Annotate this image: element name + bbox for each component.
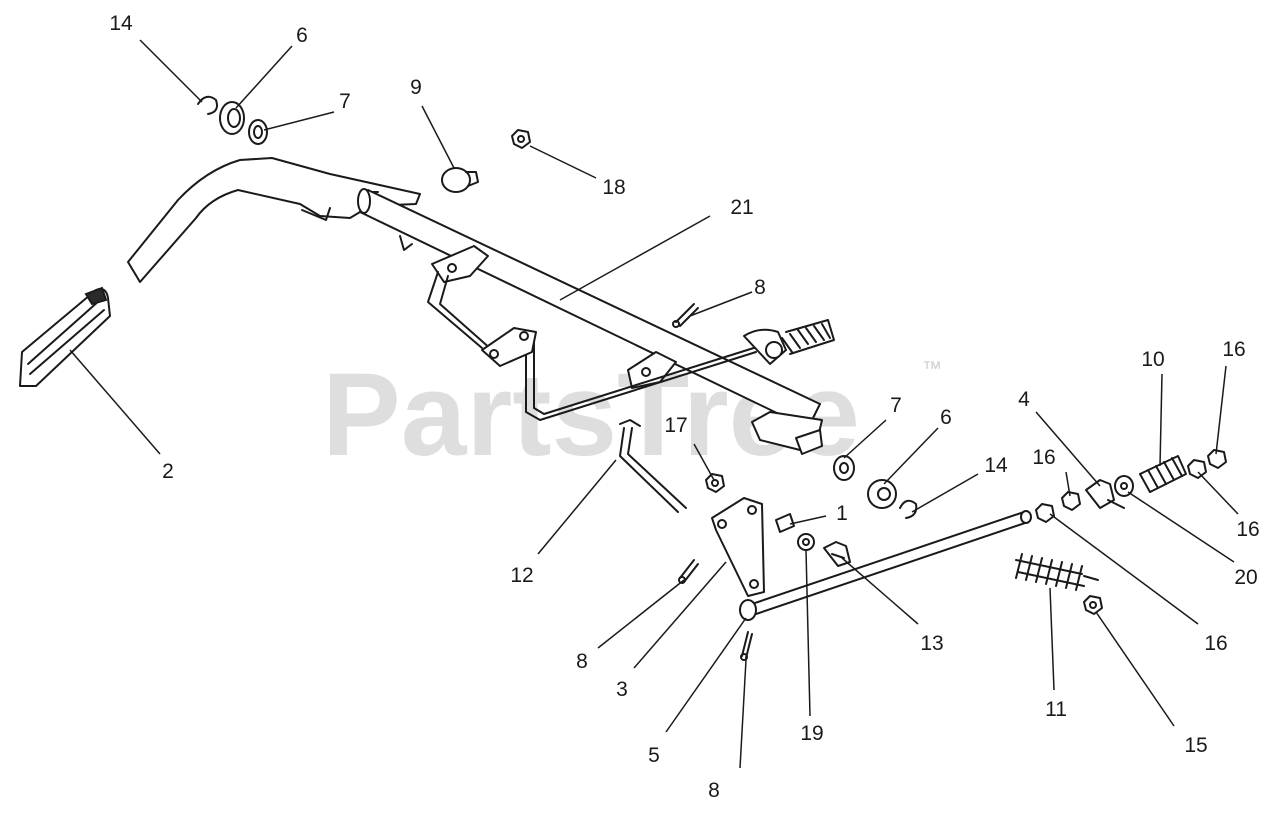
watermark-trademark: ™	[922, 358, 942, 380]
callout-label: 16	[1222, 338, 1245, 361]
cotter-pins-lower	[678, 559, 753, 661]
callout-label: 14	[984, 454, 1008, 477]
nut-18	[511, 129, 531, 149]
rod-12	[619, 419, 687, 513]
callout-label: 13	[920, 632, 943, 655]
nut-15	[1083, 595, 1103, 615]
nut-17	[705, 473, 725, 493]
callout-label: 7	[339, 90, 351, 113]
washer-19	[797, 533, 815, 551]
callout-label: 4	[1018, 388, 1030, 411]
callout-label: 15	[1184, 734, 1207, 757]
callout-label: 8	[754, 276, 766, 299]
callout-label: 2	[162, 460, 174, 483]
callout-label: 7	[890, 394, 902, 417]
callout-label: 6	[296, 24, 308, 47]
callout-label: 9	[410, 76, 422, 99]
callout-label: 16	[1236, 518, 1259, 541]
leader-lines	[69, 39, 1239, 769]
callout-label: 16	[1204, 632, 1227, 655]
cotter-pin-top	[672, 303, 699, 328]
callout-label: 11	[1045, 698, 1067, 721]
parts	[19, 95, 1227, 661]
bracket-plate	[711, 497, 765, 597]
callout-label: 10	[1141, 348, 1164, 371]
control-rod	[739, 510, 1032, 621]
callout-label: 14	[109, 12, 133, 35]
pedal-arm-and-cross-shaft	[127, 157, 835, 455]
square-nut	[775, 513, 795, 533]
callout-label: 16	[1032, 446, 1055, 469]
callout-label: 6	[940, 406, 952, 429]
callout-label: 20	[1234, 566, 1257, 589]
cap	[441, 167, 479, 193]
callout-labels: 14 6 7 9 18 21 8 2 7 6 14 4 10 16 16 16 …	[109, 12, 1259, 802]
callout-label: 19	[800, 722, 823, 745]
callout-label: 8	[576, 650, 588, 673]
pedal-pad	[19, 286, 111, 387]
spring-11	[1015, 553, 1099, 591]
callout-label: 8	[708, 779, 720, 802]
adjuster-assembly	[1035, 449, 1227, 523]
right-washer-bushing-clip	[833, 455, 918, 519]
callout-label: 17	[664, 414, 687, 437]
callout-label: 5	[648, 744, 660, 767]
callout-label: 18	[602, 176, 625, 199]
callout-label: 3	[616, 678, 628, 701]
callout-label: 21	[730, 196, 753, 219]
callout-label: 1	[836, 502, 848, 525]
callout-label: 12	[510, 564, 533, 587]
upper-clip-bushing-washer	[197, 95, 268, 145]
